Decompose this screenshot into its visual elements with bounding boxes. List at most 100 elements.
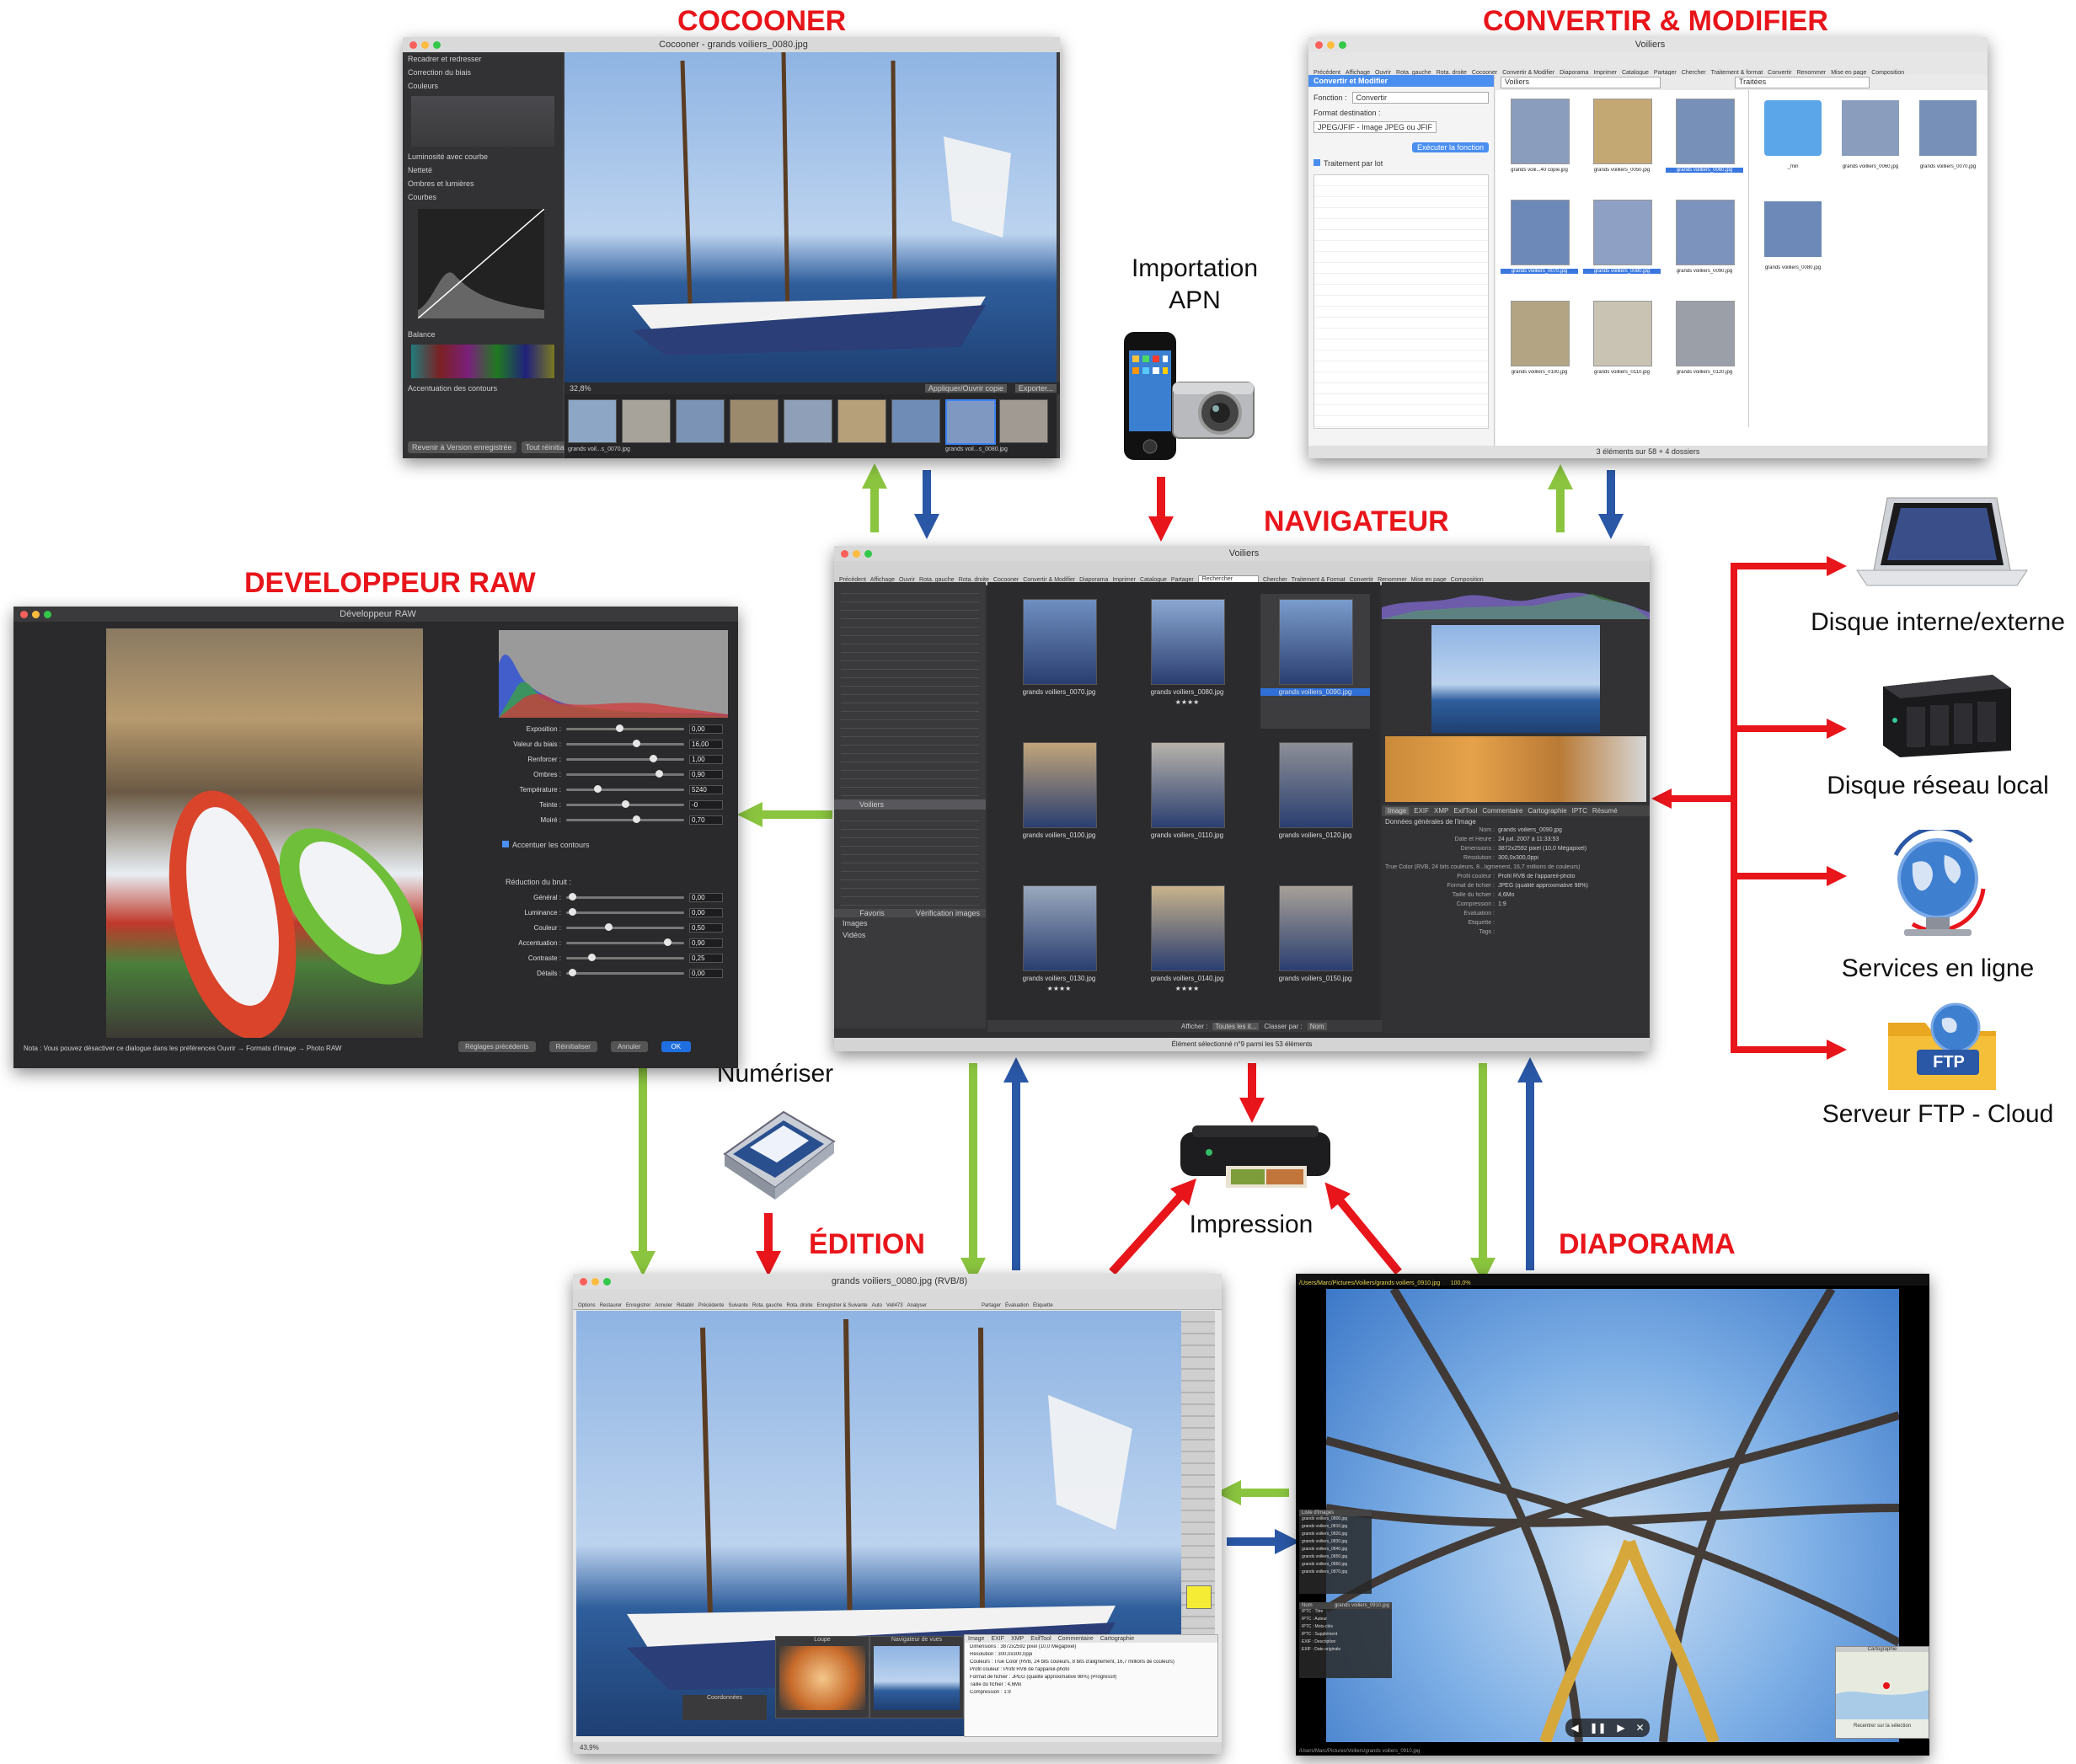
folder-tree-items[interactable] [841,585,979,796]
diaporama-list-item[interactable]: grands voiliers_0830.jpg [1302,1539,1348,1544]
convertir-output-image[interactable] [1919,100,1977,156]
filmstrip-thumb-selected[interactable] [945,399,996,445]
curve-graph[interactable] [417,208,545,319]
tab-commentaire[interactable]: Commentaire [1482,807,1523,815]
convertir-output-thumb[interactable]: grands voilliers_0080.jpg [1756,198,1830,291]
toolbar-enregistrer[interactable]: Enregistrer [626,1303,651,1308]
slider-knob[interactable] [594,784,602,793]
tab-xmp[interactable]: XMP [1011,1636,1025,1642]
diaporama-list-item[interactable]: grands voiliers_0810.jpg [1302,1524,1348,1529]
convertir-output-thumb[interactable]: _min [1756,97,1830,190]
slider-value[interactable]: 5240 [689,784,723,794]
revert-button[interactable]: Revenir à Version enregistrée [408,441,516,453]
convertir-thumb[interactable]: grands voilliers_0110.jpg [1583,299,1661,392]
tab-cartographie[interactable]: Cartographie [1528,807,1567,815]
minimize-dot-icon[interactable] [591,1277,599,1286]
sidebar-item-recadrer[interactable]: Recadrer et redresser [408,55,482,63]
tab-favoris[interactable]: Favoris [859,909,885,917]
slider-value[interactable]: -0 [689,799,723,810]
diaporama-list-item[interactable]: grands voiliers_0860.jpg [1302,1562,1348,1567]
sidebar-item-balance[interactable]: Balance [408,330,436,339]
convertir-thumb-image[interactable] [1676,99,1735,164]
toolbar-imprimer[interactable]: Imprimer [1593,70,1617,76]
slider-track[interactable] [566,922,684,931]
favori-images[interactable]: Images [843,919,868,927]
toolbar-renommer[interactable]: Renommer [1378,577,1407,583]
toolbar-mise-en-page[interactable]: Mise en page [1410,577,1447,583]
afficher-select[interactable]: Toutes les it... [1212,1022,1260,1030]
toolbar-composition[interactable]: Composition [1450,577,1484,583]
slider-knob[interactable] [616,724,623,732]
toolbar-rota-droite[interactable]: Rota. droite [786,1303,813,1308]
slider-track[interactable] [566,769,684,778]
folder-selected[interactable]: Voiliers [834,799,986,810]
toolbar-precedente[interactable]: Précédente [698,1303,725,1308]
toolbar-retablir[interactable]: Rétablir [677,1303,694,1308]
fonction-select[interactable]: Convertir [1351,92,1489,104]
tab-xmp[interactable]: XMP [1434,807,1449,815]
previous-settings-button[interactable]: Réglages précédents [458,1041,536,1052]
slider-track[interactable] [566,953,684,961]
slider-track[interactable] [566,968,684,976]
toolbar-affichage[interactable]: Affichage [1345,70,1370,76]
classer-select[interactable]: Nom [1307,1022,1327,1030]
minimize-dot-icon[interactable] [853,549,860,558]
slider-value[interactable]: 0,90 [689,938,723,948]
minimize-dot-icon[interactable] [1327,40,1335,49]
close-dot-icon[interactable] [841,549,848,558]
toolbar-convertir[interactable]: Convertir [1768,70,1792,76]
slider-knob[interactable] [569,907,576,916]
tab-exif[interactable]: EXIF [1414,807,1430,815]
export-button[interactable]: Exporter... [1014,384,1057,393]
zoom-dot-icon[interactable] [864,549,872,558]
slider-knob[interactable] [633,739,640,747]
toolbar-rota-droite[interactable]: Rota. droite [1436,70,1467,76]
thumbnail-image[interactable] [1151,742,1225,828]
slider-knob[interactable] [633,815,640,823]
tab-cartographie[interactable]: Cartographie [1100,1636,1135,1642]
minimize-dot-icon[interactable] [421,40,429,49]
toolbar-evaluation[interactable]: Évaluation [1004,1303,1029,1308]
sidebar-item-nettete[interactable]: Netteté [408,166,433,174]
close-dot-icon[interactable] [20,610,28,618]
contours-checkbox[interactable] [502,841,509,847]
toolbar-traitement[interactable]: Traitement & Format [1291,577,1346,583]
filmstrip-thumb[interactable] [999,399,1048,443]
toolbar-suivante[interactable]: Suivante [728,1303,748,1308]
thumbnail-tile[interactable]: grands voiliers_0110.jpg [1132,737,1242,872]
batch-table[interactable] [1314,174,1489,429]
convertir-thumb[interactable]: grands voilliers_0050.jpg [1583,97,1661,190]
convertir-output-thumb[interactable]: grands voilliers_0060.jpg [1833,97,1907,190]
slider-track[interactable] [566,938,684,946]
convertir-output-image[interactable] [1764,201,1822,257]
slider-track[interactable] [566,799,684,808]
tab-image[interactable]: Image [968,1636,985,1642]
slider-knob[interactable] [588,953,596,961]
convertir-output-image[interactable] [1764,100,1822,156]
sidebar-item-contours[interactable]: Accentuation des contours [408,384,498,393]
convertir-thumb[interactable]: grands voili...40 copie.jpg [1501,97,1578,190]
filmstrip-thumb[interactable] [837,399,886,443]
previous-icon[interactable]: ◀ [1570,1722,1579,1734]
convertir-thumb[interactable]: grands voilliers_0120.jpg [1666,299,1743,392]
close-dot-icon[interactable] [580,1277,587,1286]
execute-button[interactable]: Exécuter la fonction [1411,142,1489,152]
thumbnail-tile[interactable]: grands voiliers_0100.jpg [1004,737,1114,872]
slider-knob[interactable] [622,799,629,808]
toolbar-annuler[interactable]: Annuler [655,1303,673,1308]
toolbar-cocooner[interactable]: Cocooner [993,577,1019,583]
toolbar-restaurer[interactable]: Restaurer [599,1303,623,1308]
diaporama-list-item[interactable]: grands voiliers_0800.jpg [1302,1516,1348,1521]
toolbar-ouvrir[interactable]: Ouvrir [1374,70,1392,76]
slider-value[interactable]: 0,00 [689,907,723,917]
favori-videos[interactable]: Vidéos [843,931,866,939]
toolbar-vell473[interactable]: Vell473 [886,1303,903,1308]
toolbar-options[interactable]: Options [578,1303,596,1308]
filmstrip-thumb[interactable] [730,399,778,443]
toolbar-convertir-modifier[interactable]: Convertir & Modifier [1502,70,1555,76]
convertir-thumb-image[interactable] [1593,301,1652,366]
slider-track[interactable] [566,784,684,793]
toolbar-ouvrir[interactable]: Ouvrir [898,577,916,583]
convertir-output-image[interactable] [1842,100,1899,156]
toolbar-rota-gauche[interactable]: Rota. gauche [919,577,955,583]
